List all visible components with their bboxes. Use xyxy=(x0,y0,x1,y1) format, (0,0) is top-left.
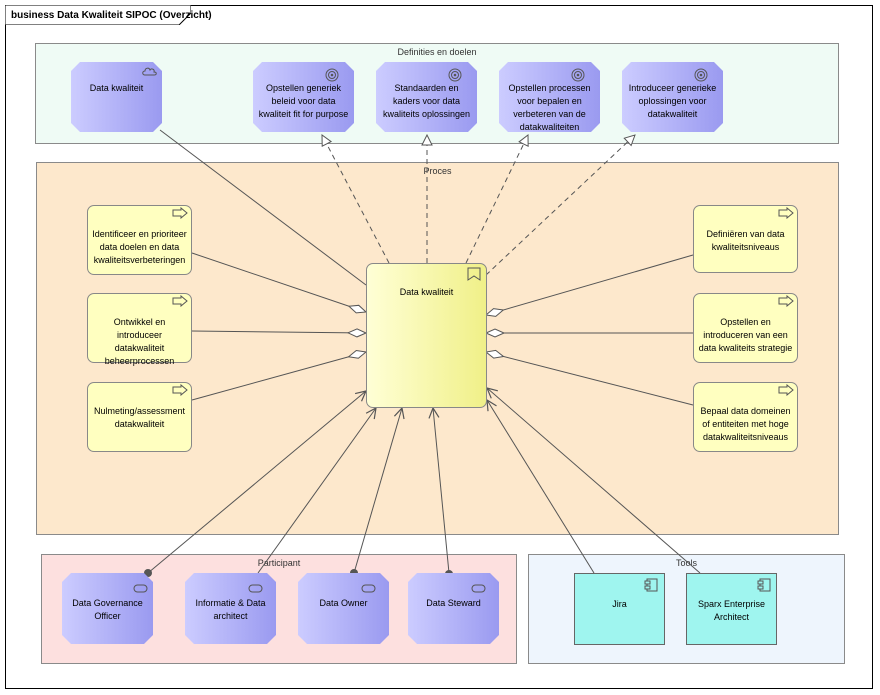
process-arrow-icon xyxy=(778,295,794,307)
role-icon xyxy=(248,584,263,593)
goal-label: Opstellen processen voor bepalen en verb… xyxy=(508,83,591,132)
tool-label: Sparx Enterprise Architect xyxy=(697,599,766,622)
process-label: Nulmeting/assessment datakwaliteit xyxy=(93,406,186,429)
process-label: Bepaal data domeinen of entiteiten met h… xyxy=(700,406,791,442)
process-label: Opstellen en introduceren van een data k… xyxy=(698,317,793,353)
participant-data-owner[interactable]: Data Owner xyxy=(298,573,389,644)
center-label: Data kwaliteit xyxy=(399,287,454,297)
aggregation-line xyxy=(191,331,366,333)
participant-label: Data Steward xyxy=(426,598,481,608)
goal-generiek-beleid[interactable]: Opstellen generiek beleid voor data kwal… xyxy=(253,62,354,132)
target-icon xyxy=(571,68,585,82)
participant-architect[interactable]: Informatie & Data architect xyxy=(185,573,276,644)
target-icon xyxy=(694,68,708,82)
goal-standaarden-kaders[interactable]: Standaarden en kaders voor data kwalitei… xyxy=(376,62,477,132)
tool-sparx[interactable]: Sparx Enterprise Architect xyxy=(686,573,777,645)
diagram-frame xyxy=(5,5,873,689)
frame-tab xyxy=(5,5,191,25)
goal-generieke-oplossingen[interactable]: Introduceer generieke oplossingen voor d… xyxy=(622,62,723,132)
goal-label: Standaarden en kaders voor data kwalitei… xyxy=(382,83,471,119)
process-arrow-icon xyxy=(172,384,188,396)
role-icon xyxy=(361,584,376,593)
aggregation-line xyxy=(486,254,694,315)
process-arrow-icon xyxy=(172,207,188,219)
diagram-title: business Data Kwaliteit SIPOC (Overzicht… xyxy=(11,10,212,21)
process-arrow-icon xyxy=(172,295,188,307)
target-icon xyxy=(448,68,462,82)
serving-line xyxy=(487,388,701,574)
process-label: Ontwikkel en introduceer datakwaliteit b… xyxy=(104,317,175,366)
process-arrow-icon xyxy=(778,384,794,396)
process-bepaal-domeinen[interactable]: Bepaal data domeinen of entiteiten met h… xyxy=(693,382,798,452)
component-icon xyxy=(757,578,771,592)
participant-label: Informatie & Data architect xyxy=(195,598,266,621)
serving-line xyxy=(487,400,595,574)
goal-opstellen-processen[interactable]: Opstellen processen voor bepalen en verb… xyxy=(499,62,600,132)
process-arrow-icon xyxy=(778,207,794,219)
serving-line xyxy=(147,391,366,574)
realization-line xyxy=(485,135,635,276)
group-tools-label: Tools xyxy=(675,558,697,568)
process-label: Definiëren van data kwaliteitsniveaus xyxy=(706,229,785,252)
process-ontwikkel[interactable]: Ontwikkel en introduceer datakwaliteit b… xyxy=(87,293,192,366)
goal-label: Opstellen generiek beleid voor data kwal… xyxy=(258,83,349,119)
process-nulmeting[interactable]: Nulmeting/assessment datakwaliteit xyxy=(87,382,192,452)
serving-line xyxy=(257,408,376,574)
realization-line xyxy=(322,135,390,264)
center-data-kwaliteit[interactable]: Data kwaliteit xyxy=(366,263,487,408)
group-participant-label: Participant xyxy=(257,558,301,568)
participant-label: Data Owner xyxy=(319,598,368,608)
serving-line xyxy=(353,408,402,574)
goal-data-kwaliteit[interactable]: Data kwaliteit xyxy=(71,62,162,132)
group-proces-label: Proces xyxy=(423,166,452,176)
role-icon xyxy=(133,584,148,593)
realization-line xyxy=(465,135,528,264)
process-label: Identificeer en prioriteer data doelen e… xyxy=(92,229,187,265)
aggregation-line xyxy=(191,352,366,401)
goal-label: Introduceer generieke oplossingen voor d… xyxy=(628,83,717,119)
component-icon xyxy=(644,578,658,592)
role-icon xyxy=(471,584,486,593)
target-icon xyxy=(325,68,339,82)
tool-label: Jira xyxy=(612,599,627,609)
process-opstellen-strategie[interactable]: Opstellen en introduceren van een data k… xyxy=(693,293,798,363)
association-line xyxy=(159,129,367,286)
participant-data-steward[interactable]: Data Steward xyxy=(408,573,499,644)
group-definities-label: Definities en doelen xyxy=(397,47,477,57)
aggregation-line xyxy=(191,252,366,312)
goal-label: Data kwaliteit xyxy=(89,83,144,93)
process-identificeer[interactable]: Identificeer en prioriteer data doelen e… xyxy=(87,205,192,275)
process-definieren[interactable]: Definiëren van data kwaliteitsniveaus xyxy=(693,205,798,273)
aggregation-line xyxy=(486,352,694,406)
tool-jira[interactable]: Jira xyxy=(574,573,665,645)
cloud-icon xyxy=(142,67,157,76)
value-stream-icon xyxy=(467,267,481,281)
serving-line xyxy=(433,408,450,574)
participant-label: Data Governance Officer xyxy=(72,598,143,621)
